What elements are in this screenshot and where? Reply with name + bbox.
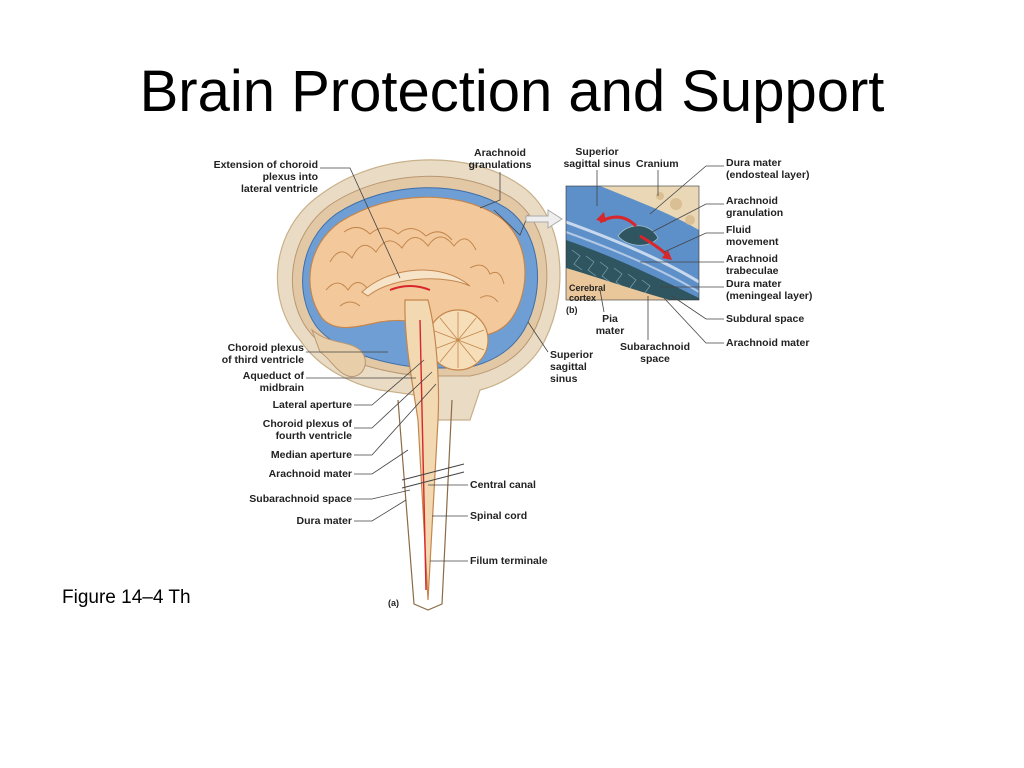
brain-hemisphere [309, 196, 526, 337]
label-arachnoid-trabeculae-line2: trabeculae [726, 265, 779, 277]
panel-a-illustration [276, 159, 561, 611]
label-pia-mater-line2: mater [596, 325, 625, 337]
label-fluid-movement-line1: Fluid [726, 224, 751, 236]
label-cerebral-cortex-line1: Cerebral [569, 283, 606, 293]
label-dura-meningeal-line1: Dura mater [726, 278, 781, 290]
central-canal-line [419, 319, 427, 591]
label-dura-meningeal-line2: (meningeal layer) [726, 290, 812, 302]
gyri-pattern [325, 227, 505, 307]
label-choroid-third-line2: of third ventricle [222, 354, 304, 366]
label-arachnoid-mater-a: Arachnoid mater [269, 468, 352, 480]
label-superior-sagittal-sinus-a-line1: Superior [550, 349, 593, 361]
label-dura-endosteal-line2: (endosteal layer) [726, 169, 809, 181]
label-arachnoid-trabeculae-line1: Arachnoid [726, 253, 778, 265]
panel-a-label: (a) [388, 598, 399, 608]
label-aqueduct-line1: Aqueduct of [243, 370, 305, 382]
label-central-canal: Central canal [470, 479, 536, 491]
panel-a-labels-left: Extension of choroid plexus into lateral… [214, 159, 437, 527]
label-lateral-aperture: Lateral aperture [273, 399, 353, 411]
label-choroid-fourth-line1: Choroid plexus of [263, 418, 353, 430]
panel-a-labels-right: Arachnoid granulations Superior sagittal… [388, 147, 593, 608]
zoom-arrow [525, 209, 563, 229]
label-superior-sagittal-sinus-a-line3: sinus [550, 373, 578, 385]
label-subarachnoid-space-a: Subarachnoid space [249, 493, 352, 505]
label-extension-choroid-line2: plexus into [263, 171, 318, 183]
label-choroid-fourth-line2: fourth ventricle [276, 430, 353, 442]
face-sinus [310, 328, 366, 378]
label-cerebral-cortex-line2: cortex [569, 293, 596, 303]
panel-b-labels: Superior sagittal sinus Cranium Dura mat… [563, 146, 812, 365]
corpus-callosum [361, 269, 471, 297]
label-spinal-cord: Spinal cord [470, 510, 527, 522]
label-subarachnoid-space-b-line1: Subarachnoid [620, 341, 690, 353]
label-aqueduct-line2: midbrain [260, 382, 304, 394]
label-subarachnoid-space-b-line2: space [640, 353, 670, 365]
panel-b-label: (b) [566, 305, 578, 315]
label-dura-endosteal-line1: Dura mater [726, 157, 781, 169]
slide-title: Brain Protection and Support [139, 59, 885, 124]
label-superior-sagittal-sinus-b-line2: sagittal sinus [563, 158, 630, 170]
label-arachnoid-granulations-line2: granulations [468, 159, 531, 171]
dural-sheath [397, 399, 453, 611]
figure-caption: Figure 14–4 Th [62, 587, 191, 608]
label-filum-terminale: Filum terminale [470, 555, 548, 567]
label-superior-sagittal-sinus-a-line2: sagittal [550, 361, 587, 373]
label-extension-choroid-line1: Extension of choroid [214, 159, 318, 171]
label-fluid-movement-line2: movement [726, 236, 779, 248]
label-arachnoid-granulations-line1: Arachnoid [474, 147, 526, 159]
spinal-cord [404, 299, 440, 601]
label-arachnoid-granulation-b-line1: Arachnoid [726, 195, 778, 207]
label-choroid-third-line1: Choroid plexus [228, 342, 305, 354]
label-median-aperture: Median aperture [271, 449, 352, 461]
label-extension-choroid-line3: lateral ventricle [241, 183, 318, 195]
label-superior-sagittal-sinus-b-line1: Superior [575, 146, 618, 158]
label-arachnoid-mater-b: Arachnoid mater [726, 337, 809, 349]
label-pia-mater-line1: Pia [602, 313, 618, 325]
choroid-plexus [389, 285, 431, 291]
label-dura-mater-a: Dura mater [297, 515, 352, 527]
label-arachnoid-granulation-b-line2: granulation [726, 207, 783, 219]
panel-b-illustration [565, 185, 700, 301]
label-cranium: Cranium [636, 158, 679, 170]
label-subdural-space: Subdural space [726, 313, 804, 325]
